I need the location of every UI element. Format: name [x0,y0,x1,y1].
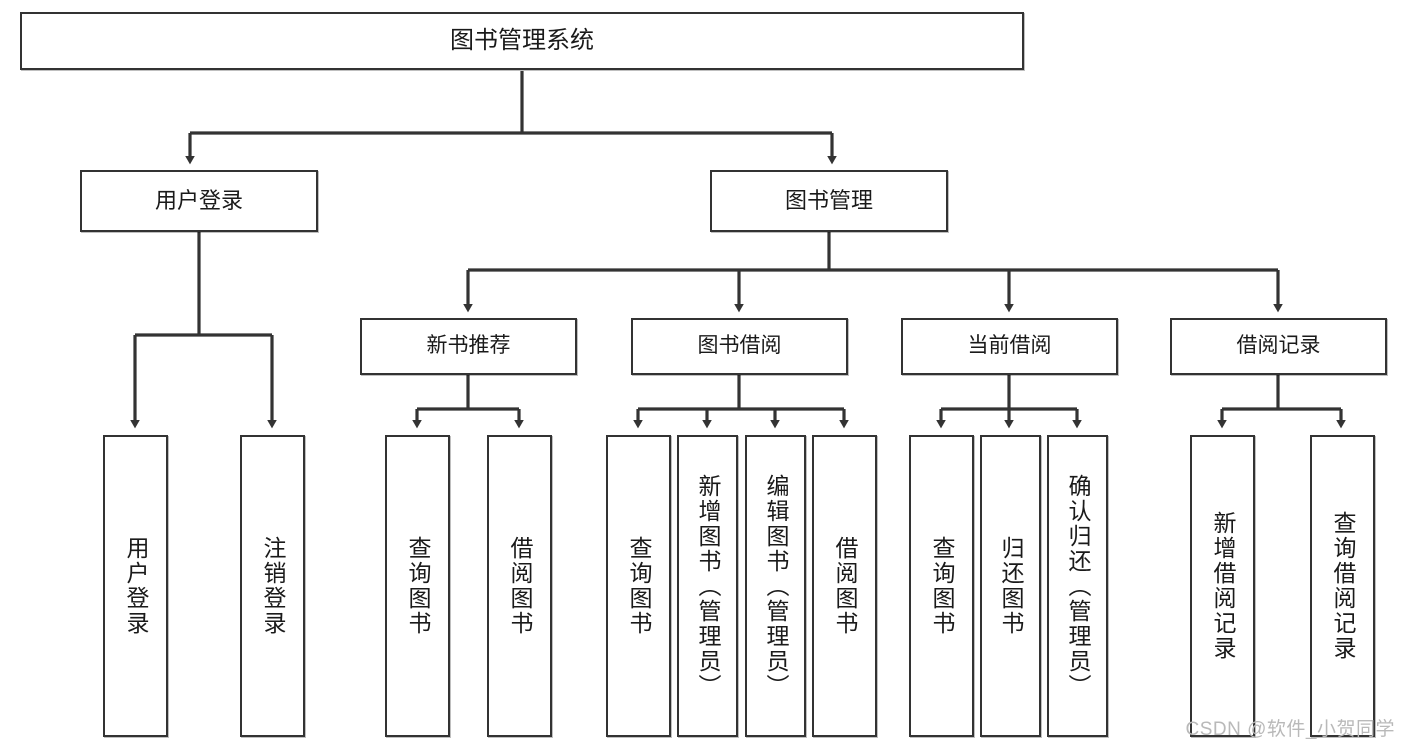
node-root-label: 图书管理系统 [450,26,594,54]
leaf-record-query-record-label: 查询借阅记录 [1330,511,1356,661]
node-borrow-record-label: 借阅记录 [1236,334,1321,358]
node-user-login[interactable]: 用户登录 [80,170,318,232]
leaf-recommend-borrow-book[interactable]: 借阅图书 [487,435,552,737]
leaf-current-confirm-return-admin-label: 确认归还（管理员） [1065,473,1091,699]
node-root[interactable]: 图书管理系统 [20,12,1024,70]
leaf-borrow-add-book-admin[interactable]: 新增图书（管理员） [677,435,738,737]
leaf-user-login-signout[interactable]: 注销登录 [240,435,305,737]
node-book-borrow[interactable]: 图书借阅 [631,318,848,375]
node-new-book-recommend[interactable]: 新书推荐 [360,318,577,375]
leaf-borrow-query-book[interactable]: 查询图书 [606,435,671,737]
leaf-user-login-signin-label: 用户登录 [123,536,149,636]
leaf-recommend-query-book[interactable]: 查询图书 [385,435,450,737]
leaf-borrow-borrow-book-label: 借阅图书 [832,536,858,636]
leaf-user-login-signout-label: 注销登录 [260,536,286,636]
node-borrow-record[interactable]: 借阅记录 [1170,318,1387,375]
node-new-book-recommend-label: 新书推荐 [426,334,511,358]
node-book-management-label: 图书管理 [784,188,873,214]
leaf-borrow-add-book-admin-label: 新增图书（管理员） [695,473,721,699]
node-book-management[interactable]: 图书管理 [710,170,948,232]
node-current-borrow[interactable]: 当前借阅 [901,318,1118,375]
leaf-recommend-query-book-label: 查询图书 [405,536,431,636]
leaf-borrow-borrow-book[interactable]: 借阅图书 [812,435,877,737]
leaf-record-add-record[interactable]: 新增借阅记录 [1190,435,1255,737]
leaf-borrow-edit-book-admin-label: 编辑图书（管理员） [763,473,789,699]
leaf-current-query-book[interactable]: 查询图书 [909,435,974,737]
leaf-user-login-signin[interactable]: 用户登录 [103,435,168,737]
node-user-login-label: 用户登录 [154,188,243,214]
leaf-current-return-book[interactable]: 归还图书 [980,435,1041,737]
leaf-record-add-record-label: 新增借阅记录 [1210,511,1236,661]
leaf-recommend-borrow-book-label: 借阅图书 [507,536,533,636]
watermark-text: CSDN @软件_小贺同学 [1185,719,1395,740]
leaf-current-return-book-label: 归还图书 [998,536,1024,636]
leaf-borrow-query-book-label: 查询图书 [626,536,652,636]
leaf-current-query-book-label: 查询图书 [929,536,955,636]
leaf-record-query-record[interactable]: 查询借阅记录 [1310,435,1375,737]
leaf-borrow-edit-book-admin[interactable]: 编辑图书（管理员） [745,435,806,737]
leaf-current-confirm-return-admin[interactable]: 确认归还（管理员） [1047,435,1108,737]
node-current-borrow-label: 当前借阅 [967,334,1052,358]
node-book-borrow-label: 图书借阅 [697,334,782,358]
